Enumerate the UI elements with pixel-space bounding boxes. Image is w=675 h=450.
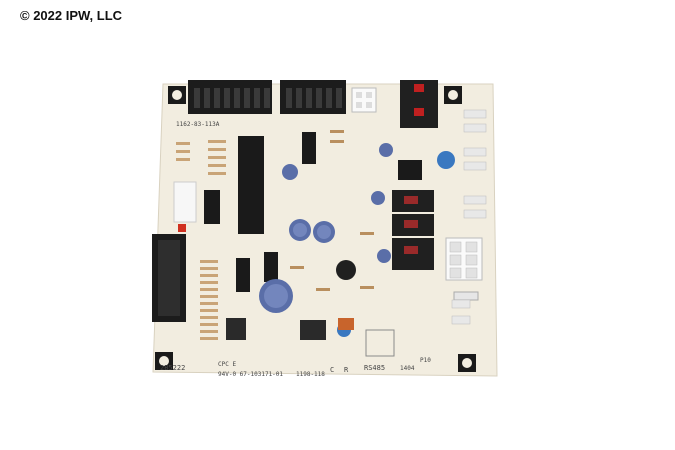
top-terminal-block-left (188, 80, 272, 114)
resistors-misc (290, 130, 374, 291)
ic-chip-1 (302, 132, 316, 164)
white-plug-right (445, 237, 483, 281)
ic-chip-2 (204, 190, 220, 224)
silk-r: R (344, 366, 349, 374)
transformer-block (300, 320, 326, 340)
relay-mid-2 (392, 214, 434, 236)
orange-capacitor (338, 318, 354, 330)
resistor-array-left (176, 140, 226, 340)
silk-bottom-left: 2B5222 (160, 364, 185, 372)
silk-p10: P10 (420, 357, 431, 364)
top-terminal-block-right (280, 80, 346, 114)
relay-top-1 (400, 80, 438, 102)
fuse (453, 291, 479, 301)
relay-mid-3 (392, 238, 434, 270)
ic-chip-5 (398, 160, 422, 180)
silk-top-left: 1162-83-113A (176, 121, 220, 128)
copyright-text: © 2022 IPW, LLC (20, 8, 123, 23)
white-plug-top (351, 87, 377, 113)
capacitors (259, 143, 455, 337)
silk-rev: 94V-0 67-103171-01 (218, 371, 283, 378)
silk-rs485: RS485 (364, 364, 385, 372)
spade-terminals (451, 109, 487, 325)
relay-mid-1 (392, 190, 434, 212)
silk-part: 1198-118 (296, 371, 325, 378)
ic-chip-3 (236, 258, 250, 292)
rs485-outline (365, 329, 395, 357)
relay-top-2 (400, 102, 438, 128)
white-socket-left (173, 181, 197, 223)
red-led (178, 224, 186, 232)
silk-1404: 1404 (400, 365, 415, 372)
silk-c: C (330, 366, 334, 374)
ic-microcontroller (238, 136, 264, 234)
mounting-holes (155, 86, 476, 372)
silk-cpc: CPC E (218, 361, 236, 368)
ic-chip-4 (264, 252, 278, 282)
voltage-regulator (226, 318, 246, 340)
ribbon-header-left (152, 234, 186, 322)
